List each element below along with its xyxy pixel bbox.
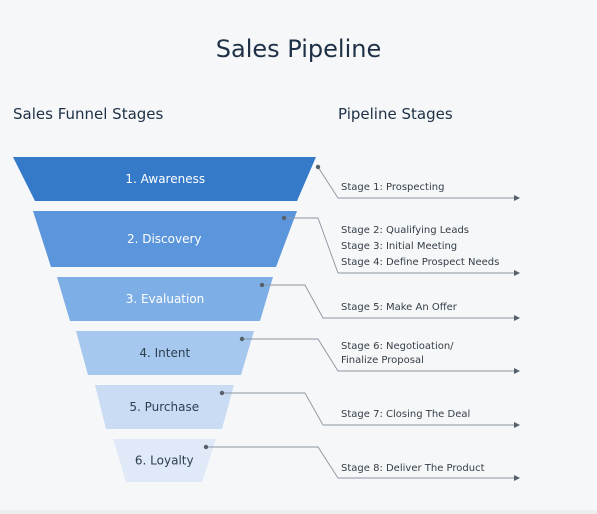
- pipeline-stage-text: Finalize Proposal: [341, 355, 424, 366]
- connector-line: [317, 166, 517, 199]
- pipeline-stage-text: Stage 1: Prospecting: [341, 182, 444, 193]
- arrow-head-icon: [514, 270, 520, 276]
- connector-dot: [259, 282, 265, 288]
- pipeline-stage-text: Stage 8: Deliver The Product: [341, 463, 485, 474]
- pipeline-heading: Pipeline Stages: [338, 105, 453, 123]
- connector-dot: [315, 164, 321, 170]
- connector-line: [284, 217, 517, 274]
- arrow-head-icon: [514, 475, 520, 481]
- connector-dot: [239, 336, 245, 342]
- funnel-segment: [95, 385, 234, 429]
- pipeline-stage-text: Stage 2: Qualifying Leads: [341, 225, 469, 236]
- connector-line: [206, 446, 517, 479]
- funnel-segment: [33, 211, 297, 267]
- funnel-stage-label: 1. Awareness: [125, 172, 205, 186]
- connector-line: [262, 284, 517, 319]
- pipeline-stage-text: Stage 4: Define Prospect Needs: [341, 257, 499, 268]
- funnel-stage-label: 6. Loyalty: [135, 454, 194, 468]
- pipeline-stage-text: Stage 6: Negotioation/: [341, 341, 454, 352]
- connector-line: [222, 392, 517, 426]
- funnel-heading: Sales Funnel Stages: [13, 105, 164, 123]
- funnel-stage-label: 4. Intent: [139, 346, 190, 360]
- funnel-segment: [57, 277, 273, 321]
- connector-line: [242, 338, 517, 372]
- arrow-head-icon: [514, 315, 520, 321]
- page-title: Sales Pipeline: [215, 35, 382, 63]
- arrow-head-icon: [514, 368, 520, 374]
- connector-dot: [203, 444, 209, 450]
- funnel-stage-label: 3. Evaluation: [126, 292, 205, 306]
- pipeline-stage-text: Stage 5: Make An Offer: [341, 302, 458, 313]
- funnel-segment: [13, 157, 316, 201]
- funnel-stage-label: 2. Discovery: [127, 232, 202, 246]
- funnel-stage-label: 5. Purchase: [129, 400, 199, 414]
- connector-dot: [281, 215, 287, 221]
- connector-dot: [219, 390, 225, 396]
- funnel-segment: [76, 331, 254, 375]
- pipeline-stage-text: Stage 7: Closing The Deal: [341, 409, 470, 420]
- pipeline-stage-text: Stage 3: Initial Meeting: [341, 241, 457, 252]
- arrow-head-icon: [514, 422, 520, 428]
- funnel-segment: [113, 439, 216, 482]
- arrow-head-icon: [514, 195, 520, 201]
